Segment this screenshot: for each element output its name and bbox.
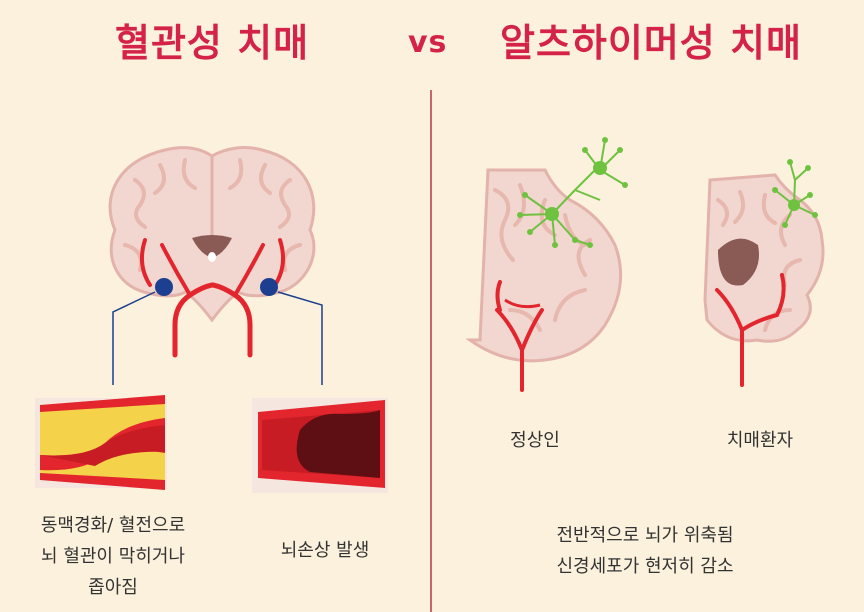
artery-clot-illustration — [252, 398, 388, 493]
label-patient: 치매환자 — [726, 430, 794, 451]
caption-line: 신경세포가 현저히 감소 — [556, 556, 734, 577]
caption-line: 동맥경화/ 혈전으로 — [40, 515, 186, 536]
caption-line: 좁아짐 — [88, 577, 138, 598]
artery-plaque-illustration — [35, 395, 167, 490]
caption-atherosclerosis: 동맥경화/ 혈전으로 뇌 혈관이 막히거나 좁아짐 — [8, 510, 218, 603]
caption-atrophy: 전반적으로 뇌가 위축됨 신경세포가 현저히 감소 — [510, 520, 780, 582]
caption-brain-damage: 뇌손상 발생 — [280, 540, 370, 561]
title-alzheimers-dementia: 알츠하이머성 치매 — [500, 21, 802, 65]
caption-line: 전반적으로 뇌가 위축됨 — [556, 525, 734, 546]
atrophied-brain-illustration — [703, 159, 825, 387]
label-normal: 정상인 — [510, 430, 560, 451]
title-vascular-dementia: 혈관성 치매 — [115, 21, 310, 65]
center-divider — [430, 90, 432, 612]
title-vs: vs — [408, 25, 448, 60]
blockage-marker — [260, 278, 278, 296]
normal-brain-illustration — [465, 137, 628, 392]
blockage-marker — [155, 278, 173, 296]
caption-line: 뇌 혈관이 막히거나 — [41, 546, 185, 567]
coronal-brain-illustration — [108, 146, 323, 385]
